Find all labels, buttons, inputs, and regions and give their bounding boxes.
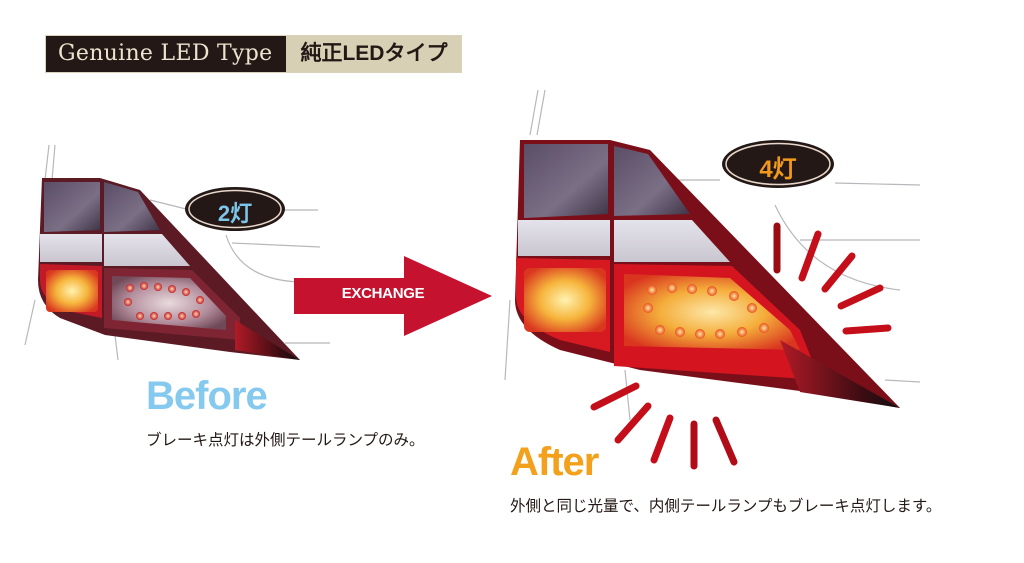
tail-light-after [515, 140, 900, 408]
product-type-header: Genuine LED Type 純正LEDタイプ [46, 36, 462, 72]
badge-4-lamps [722, 140, 834, 188]
tail-light-before [38, 178, 300, 360]
glow-rays-upper [773, 222, 892, 335]
header-title-jp: 純正LEDタイプ [286, 36, 462, 72]
car-body-lines-before [24, 144, 330, 361]
before-title: Before [146, 374, 268, 418]
before-description: ブレーキ点灯は外側テールランプのみ。 [146, 432, 425, 449]
header-title-en: Genuine LED Type [46, 36, 287, 72]
exchange-arrow [294, 256, 492, 336]
exchange-label: EXCHANGE [341, 285, 425, 302]
badge-2-lamps-text: 2灯 [217, 201, 253, 226]
after-description: 外側と同じ光量で、内側テールランプもブレーキ点灯します。 [510, 498, 942, 515]
badge-4-lamps-text: 4灯 [759, 156, 797, 183]
after-title: After [510, 440, 599, 484]
glow-rays-lower [590, 382, 738, 470]
badge-2-lamps [185, 187, 285, 231]
